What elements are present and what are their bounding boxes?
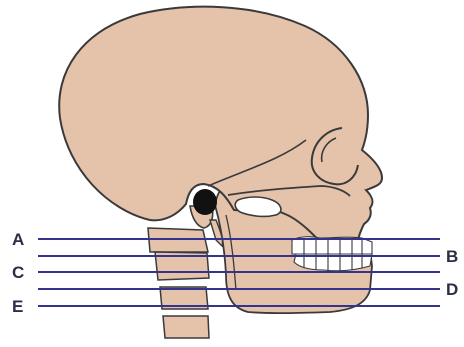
line-label-a: A	[12, 230, 24, 249]
ear-canal	[193, 189, 217, 215]
cervical-spine	[148, 228, 209, 338]
vertebra-c4	[163, 316, 209, 338]
line-label-e: E	[12, 297, 23, 316]
teeth	[292, 237, 372, 271]
line-label-b: B	[446, 247, 458, 266]
line-label-c: C	[12, 263, 24, 282]
line-label-d: D	[446, 280, 458, 299]
